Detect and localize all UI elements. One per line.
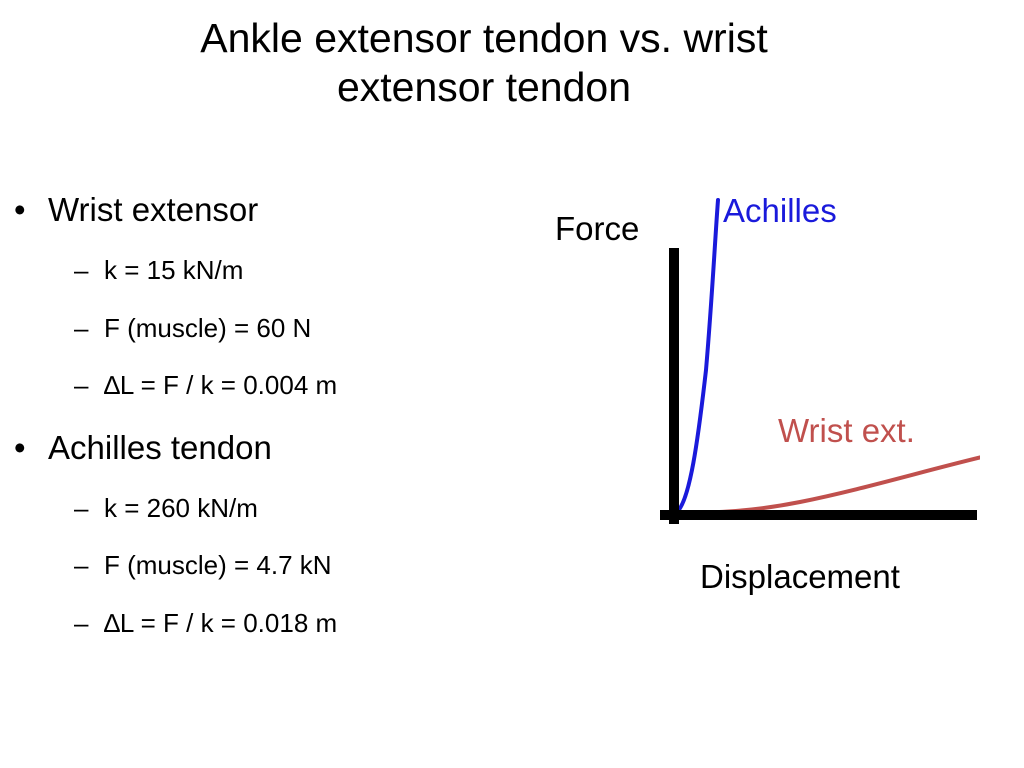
sub-bullet-text: k = 15 kN/m xyxy=(104,255,244,285)
sub-bullet-text: ∆L = F / k = 0.018 m xyxy=(104,608,338,638)
sub-bullet-achilles-force: –F (muscle) = 4.7 kN xyxy=(74,549,332,581)
diagram-canvas xyxy=(660,198,980,524)
slide-title-line-1: Ankle extensor tendon vs. wrist xyxy=(200,15,768,61)
sub-bullet-dash: – xyxy=(74,370,89,400)
sub-bullet-text: F (muscle) = 60 N xyxy=(104,313,312,343)
sub-bullet-text: k = 260 kN/m xyxy=(104,493,258,523)
sub-bullet-wrist-delta-l: –∆L = F / k = 0.004 m xyxy=(74,369,337,401)
bullet-text: Achilles tendon xyxy=(48,429,272,466)
sub-bullet-dash: – xyxy=(74,550,89,580)
force-axis-label: Force xyxy=(555,210,640,247)
bullet-wrist-extensor: • Wrist extensor xyxy=(14,190,258,230)
sub-bullet-dash: – xyxy=(74,313,89,343)
displacement-axis-label: Displacement xyxy=(700,558,900,595)
achilles-curve-label: Achilles xyxy=(723,192,837,229)
achilles-curve xyxy=(675,198,720,514)
sub-bullet-dash: – xyxy=(74,255,89,285)
sub-bullet-dash: – xyxy=(74,608,89,638)
sub-bullet-text: ∆L = F / k = 0.004 m xyxy=(104,370,338,400)
sub-bullet-text: F (muscle) = 4.7 kN xyxy=(104,550,332,580)
bullet-mark: • xyxy=(14,429,26,466)
bullet-mark: • xyxy=(14,191,26,228)
sub-bullet-wrist-k: –k = 15 kN/m xyxy=(74,254,243,286)
wrist-ext-curve xyxy=(675,455,980,515)
bullet-achilles-tendon: • Achilles tendon xyxy=(14,428,272,468)
force-displacement-diagram: Force Displacement Achilles Wrist ext. xyxy=(540,180,980,600)
bullet-text: Wrist extensor xyxy=(48,191,259,228)
sub-bullet-achilles-k: –k = 260 kN/m xyxy=(74,492,258,524)
wrist-ext-curve-label: Wrist ext. xyxy=(778,412,915,449)
slide-title: Ankle extensor tendon vs. wrist extensor… xyxy=(80,14,888,112)
bullet-list: •Wrist extensor –k = 15 kN/m –F (muscle)… xyxy=(14,190,337,639)
sub-bullet-dash: – xyxy=(74,493,89,523)
slide-title-line-2: extensor tendon xyxy=(336,64,632,110)
sub-bullet-wrist-force: –F (muscle) = 60 N xyxy=(74,312,311,344)
sub-bullet-achilles-delta-l: –∆L = F / k = 0.018 m xyxy=(74,607,337,639)
